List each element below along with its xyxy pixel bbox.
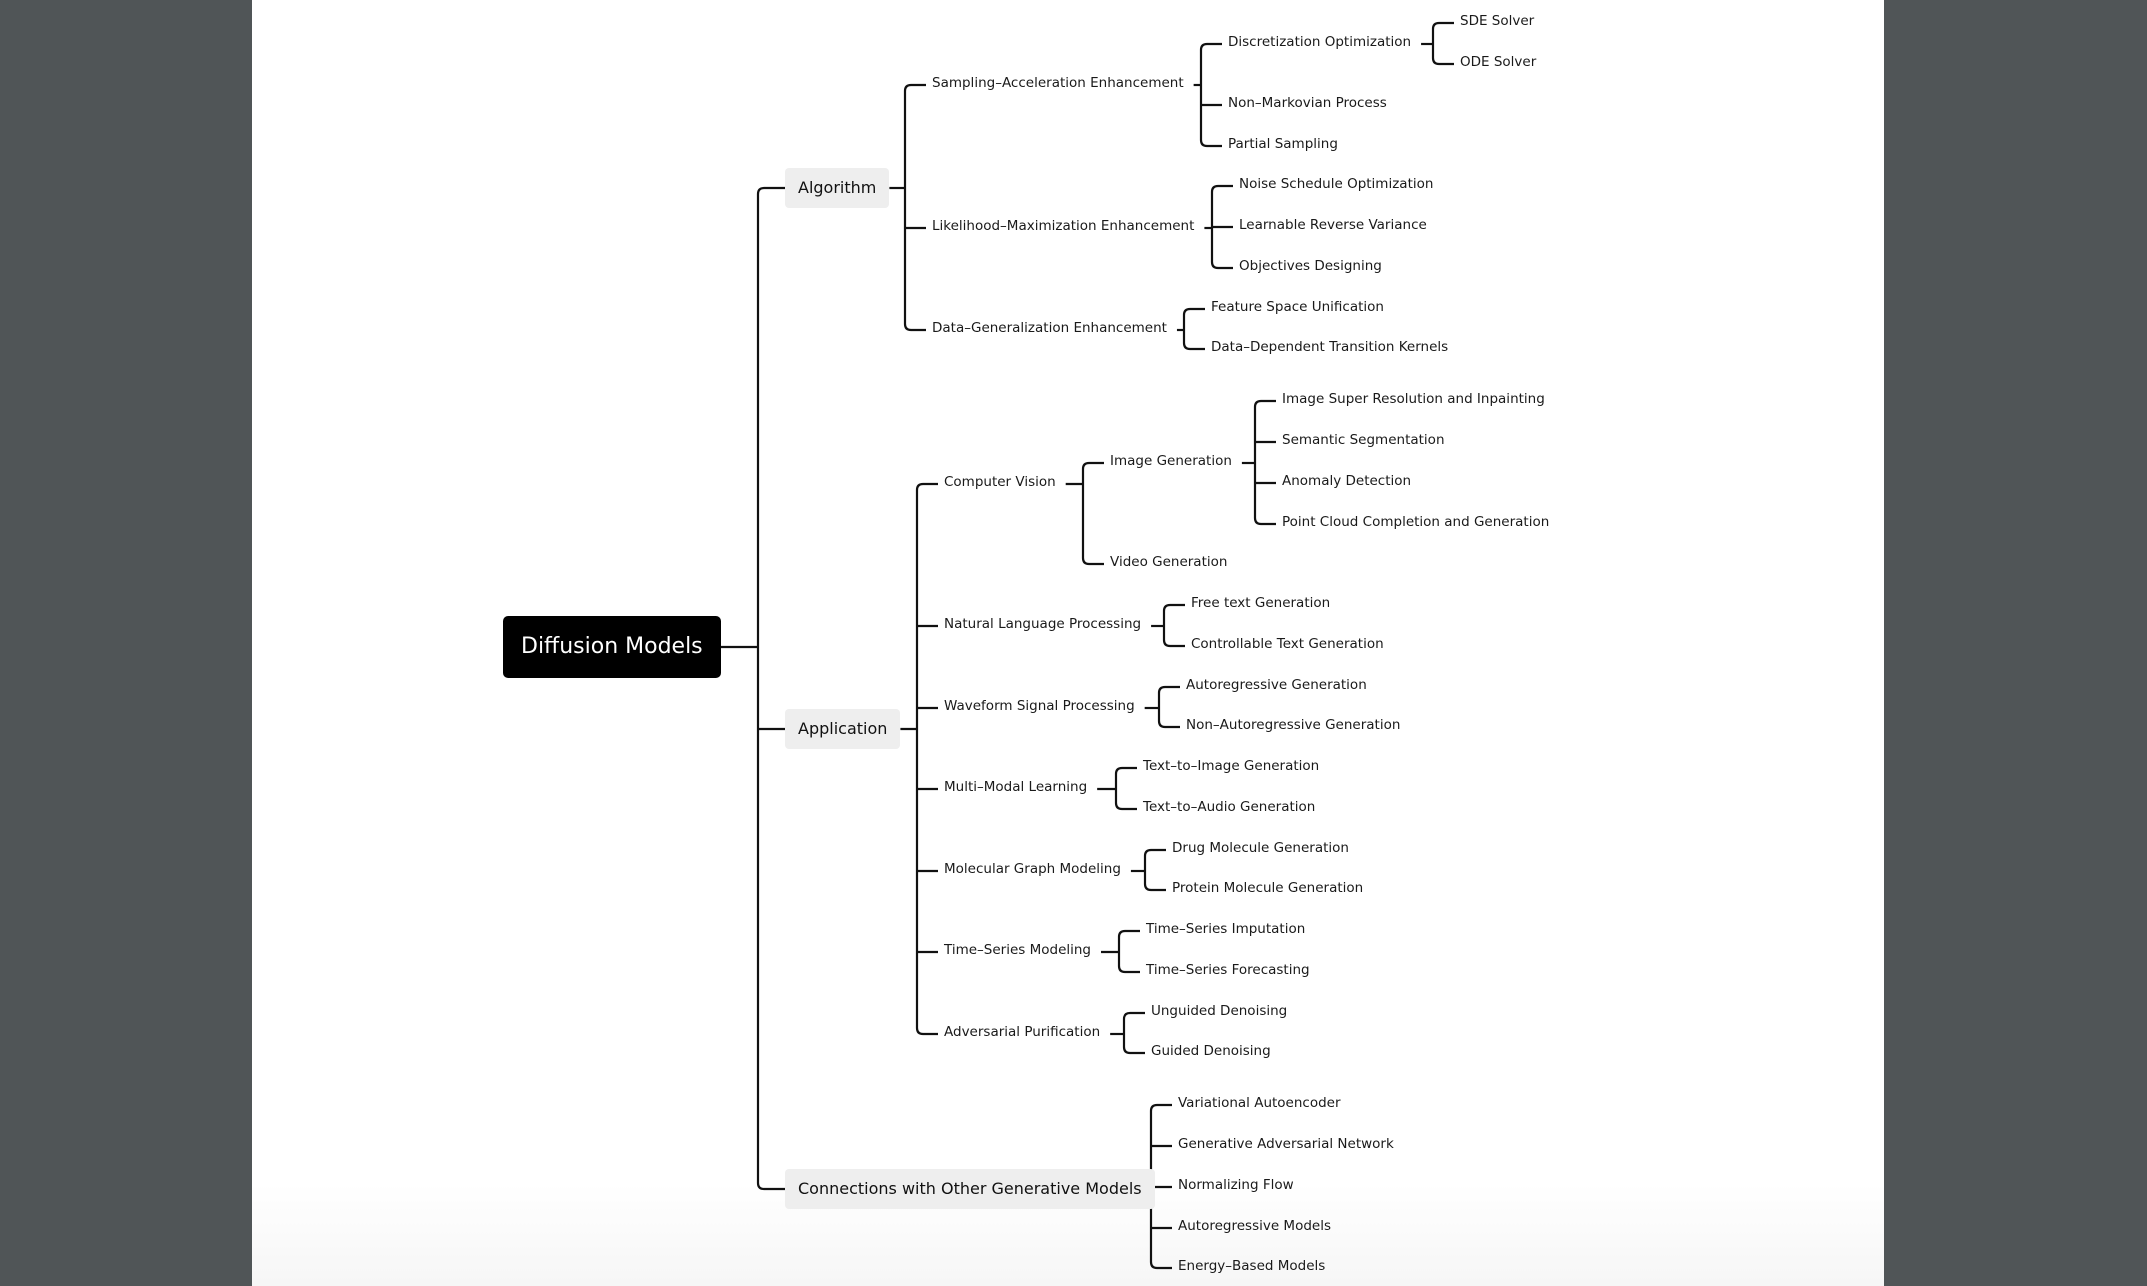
node-adversarial-purification[interactable]: Adversarial Purification	[944, 1024, 1101, 1040]
node-text-to-image[interactable]: Text–to–Image Generation	[1143, 758, 1320, 774]
connector-branch	[1162, 639, 1185, 648]
node-anomaly-detection[interactable]: Anomaly Detection	[1282, 473, 1412, 489]
connector-branch	[903, 323, 926, 332]
node-non-markovian[interactable]: Non–Markovian Process	[1228, 95, 1387, 111]
connector-branch	[1081, 461, 1104, 470]
node-image-super-resolution[interactable]: Image Super Resolution and Inpainting	[1282, 391, 1545, 407]
node-time-series-modeling[interactable]: Time–Series Modeling	[944, 942, 1092, 958]
node-data-generalization[interactable]: Data–Generalization Enhancement	[932, 320, 1167, 336]
connector-branch	[1199, 42, 1222, 51]
connector-branch	[756, 186, 785, 195]
connector-branch	[1182, 342, 1205, 351]
node-ode-solver[interactable]: ODE Solver	[1460, 54, 1537, 70]
connector-branch	[1114, 802, 1137, 811]
connector-branch	[1081, 557, 1104, 566]
connector-branch	[1182, 307, 1205, 316]
node-learnable-variance[interactable]: Learnable Reverse Variance	[1239, 217, 1427, 233]
node-energy-based-models[interactable]: Energy–Based Models	[1178, 1258, 1326, 1274]
connector-branch	[1431, 21, 1454, 30]
node-video-generation[interactable]: Video Generation	[1110, 554, 1228, 570]
connector-branch	[903, 83, 926, 92]
node-data-dependent-kernels[interactable]: Data–Dependent Transition Kernels	[1211, 339, 1449, 355]
node-gan[interactable]: Generative Adversarial Network	[1178, 1136, 1394, 1152]
connector-branch	[1117, 965, 1140, 974]
node-non-autoregressive-generation[interactable]: Non–Autoregressive Generation	[1186, 717, 1401, 733]
connector-branch	[1149, 1261, 1172, 1270]
connector-branch	[1122, 1011, 1145, 1020]
node-unguided-denoising[interactable]: Unguided Denoising	[1151, 1003, 1288, 1019]
connector-branch	[1157, 720, 1180, 729]
node-multi-modal[interactable]: Multi–Modal Learning	[944, 779, 1088, 795]
connector-branch	[915, 482, 938, 491]
node-free-text-generation[interactable]: Free text Generation	[1191, 595, 1331, 611]
node-noise-schedule[interactable]: Noise Schedule Optimization	[1239, 176, 1434, 192]
connector-branch	[1210, 261, 1233, 270]
connector-branch	[1199, 139, 1222, 148]
node-algorithm[interactable]: Algorithm	[785, 168, 890, 208]
node-autoregressive-generation[interactable]: Autoregressive Generation	[1186, 677, 1367, 693]
node-partial-sampling[interactable]: Partial Sampling	[1228, 136, 1338, 152]
connector-branch	[1143, 883, 1166, 892]
node-sde-solver[interactable]: SDE Solver	[1460, 13, 1535, 29]
node-text-to-audio[interactable]: Text–to–Audio Generation	[1143, 799, 1316, 815]
connector-branch	[1117, 929, 1140, 938]
node-semantic-segmentation[interactable]: Semantic Segmentation	[1282, 432, 1445, 448]
node-autoregressive-models[interactable]: Autoregressive Models	[1178, 1218, 1332, 1234]
connector-branch	[1253, 517, 1276, 526]
node-guided-denoising[interactable]: Guided Denoising	[1151, 1043, 1271, 1059]
connector-branch	[1149, 1103, 1172, 1112]
node-feature-space[interactable]: Feature Space Unification	[1211, 299, 1384, 315]
connector-branch	[1431, 57, 1454, 66]
node-diffusion-models[interactable]: Diffusion Models	[503, 616, 721, 678]
connector-branch	[1253, 399, 1276, 408]
node-variational-autoencoder[interactable]: Variational Autoencoder	[1178, 1095, 1341, 1111]
node-sampling-acceleration[interactable]: Sampling–Acceleration Enhancement	[932, 75, 1184, 91]
node-image-generation[interactable]: Image Generation	[1110, 453, 1232, 469]
node-normalizing-flow[interactable]: Normalizing Flow	[1178, 1177, 1294, 1193]
node-connections[interactable]: Connections with Other Generative Models	[785, 1169, 1155, 1209]
node-time-series-forecasting[interactable]: Time–Series Forecasting	[1146, 962, 1310, 978]
node-point-cloud[interactable]: Point Cloud Completion and Generation	[1282, 514, 1550, 530]
node-likelihood-maximization[interactable]: Likelihood–Maximization Enhancement	[932, 218, 1195, 234]
connector-branch	[756, 1182, 785, 1191]
node-molecular-graph[interactable]: Molecular Graph Modeling	[944, 861, 1121, 877]
node-time-series-imputation[interactable]: Time–Series Imputation	[1146, 921, 1306, 937]
node-computer-vision[interactable]: Computer Vision	[944, 474, 1056, 490]
connector-branch	[915, 1027, 938, 1036]
connector-branch	[1143, 848, 1166, 857]
node-protein-molecule[interactable]: Protein Molecule Generation	[1172, 880, 1364, 896]
connector-branch	[1122, 1046, 1145, 1055]
connector-branch	[1210, 184, 1233, 193]
connector-branch	[1114, 766, 1137, 775]
node-application[interactable]: Application	[785, 709, 901, 749]
node-discretization-optimization[interactable]: Discretization Optimization	[1228, 34, 1412, 50]
node-controllable-text[interactable]: Controllable Text Generation	[1191, 636, 1384, 652]
connector-branch	[1162, 603, 1185, 612]
node-drug-molecule[interactable]: Drug Molecule Generation	[1172, 840, 1349, 856]
node-objectives-designing[interactable]: Objectives Designing	[1239, 258, 1382, 274]
node-nlp[interactable]: Natural Language Processing	[944, 616, 1142, 632]
node-waveform-signal[interactable]: Waveform Signal Processing	[944, 698, 1135, 714]
connector-branch	[1157, 685, 1180, 694]
